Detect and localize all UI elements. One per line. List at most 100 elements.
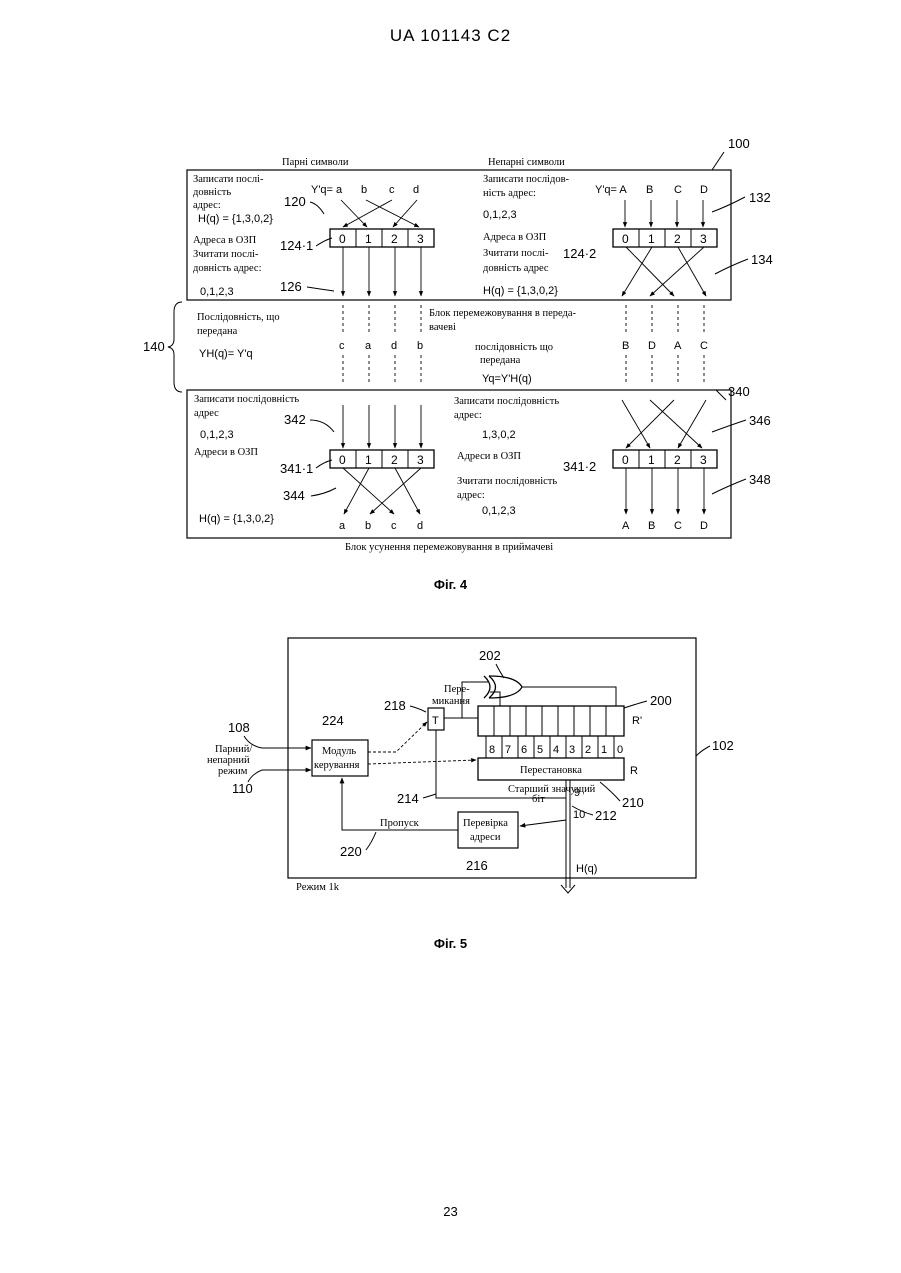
tx-right-write-1: Записати послідов-: [483, 174, 570, 185]
ref-214: 214: [397, 791, 419, 806]
ref-348: 348: [749, 472, 771, 487]
ref-216: 216: [466, 858, 488, 873]
rx-right-out-arrows: [626, 468, 704, 514]
bit-1: 1: [601, 744, 607, 756]
tx-left-ram: Адреса в ОЗП: [193, 235, 257, 246]
rx-even-sym-d: d: [417, 520, 423, 532]
mid-even-out-0: c: [339, 340, 345, 352]
mode-label-3: режим: [218, 766, 248, 777]
ref-341-2: 341·2: [563, 459, 596, 474]
bus-10-label: 10: [573, 809, 585, 821]
ref-102: 102: [712, 738, 734, 753]
ref-342: 342: [284, 412, 306, 427]
ref-344: 344: [283, 488, 305, 503]
tx-left-hq: H(q) = {1,3,0,2}: [198, 213, 273, 225]
brace-140: [168, 302, 182, 392]
control-dashed-lines: [368, 722, 476, 764]
ref-134: 134: [751, 252, 773, 267]
ref-212: 212: [595, 808, 617, 823]
tx-left-write-2: довність: [193, 187, 231, 198]
ref-124-2: 124·2: [563, 246, 596, 261]
bit-4: 4: [553, 744, 559, 756]
xor-gate: [484, 676, 522, 698]
rx-left-cell-0: 0: [339, 453, 346, 467]
tx-right-cell-0: 0: [622, 232, 629, 246]
mid-yq-r: Yq=Y'H(q): [482, 373, 532, 385]
tx-right-cell-1: 1: [648, 232, 655, 246]
rx-left-cell-1: 1: [365, 453, 372, 467]
tx-odd-sym-c: C: [674, 184, 682, 196]
rx-right-ram: Адреси в ОЗП: [457, 451, 521, 462]
tx-left-read-1: Зчитати послі-: [193, 249, 259, 260]
tx-right-seq: 0,1,2,3: [483, 209, 517, 221]
ref-126: 126: [280, 279, 302, 294]
ref-100: 100: [728, 136, 750, 151]
tx-even-sym-d: d: [413, 184, 419, 196]
tx-yq-odd: Y'q= A: [595, 184, 627, 196]
mid-odd-out-2: A: [674, 340, 682, 352]
ref-224: 224: [322, 713, 344, 728]
rx-left-addr: адрес: [194, 408, 219, 419]
ref-110: 110: [232, 781, 253, 796]
rx-even-sym-b: b: [365, 520, 371, 532]
skip-label: Пропуск: [380, 818, 420, 829]
odd-symbols-title: Непарні символи: [488, 157, 565, 168]
mid-seq-r1: послідовність що: [475, 342, 553, 353]
ref-346-leader: [712, 420, 746, 432]
ref-102-leader: [696, 746, 710, 756]
bit-3: 3: [569, 744, 575, 756]
tx-left-cell-0: 0: [339, 232, 346, 246]
register-r-prime: [478, 706, 624, 736]
rx-even-sym-a: a: [339, 520, 346, 532]
address-check-label-2: адреси: [470, 832, 501, 843]
mid-odd-out-0: B: [622, 340, 629, 352]
bus-9-label: 9: [574, 787, 580, 799]
tx-odd-sym-b: B: [646, 184, 653, 196]
bit-8: 8: [489, 744, 495, 756]
ref-220-leader: [366, 832, 376, 850]
control-module-label-1: Модуль: [322, 746, 356, 757]
tx-left-write-1: Записати послі-: [193, 174, 264, 185]
mid-yh: YH(q)= Y'q: [199, 348, 253, 360]
ref-140: 140: [143, 339, 165, 354]
ref-120: 120: [284, 194, 306, 209]
ref-342-leader: [310, 420, 334, 432]
ref-348-leader: [712, 479, 746, 494]
rx-left-hq: H(q) = {1,3,0,2}: [199, 513, 274, 525]
rx-left-ram: Адреси в ОЗП: [194, 447, 258, 458]
mid-even-out-1: a: [365, 340, 372, 352]
tx-odd-sym-d: D: [700, 184, 708, 196]
rx-block-label: Блок усунення перемежовування в приймаче…: [345, 542, 553, 553]
rx-odd-sym-a: A: [622, 520, 630, 532]
figure-5-caption: Фіг. 5: [0, 936, 901, 951]
msb-label-1: Старший значущий: [508, 784, 596, 795]
bit-2: 2: [585, 744, 591, 756]
mode-input-arrows: [262, 748, 311, 770]
rx-right-seq2: 0,1,2,3: [482, 505, 516, 517]
ref-218-leader: [410, 706, 426, 712]
tx-left-read-2: довність адрес:: [193, 263, 262, 274]
tx-left-write-3: адрес:: [193, 200, 221, 211]
tx-right-write-2: ність адрес:: [483, 188, 536, 199]
tx-right-read-2: довність адрес: [483, 263, 549, 274]
mid-odd-out-1: D: [648, 340, 656, 352]
ref-341-1: 341·1: [280, 461, 313, 476]
r-prime-label: R': [632, 715, 642, 727]
ref-132-leader: [712, 197, 745, 212]
page-number: 23: [0, 1204, 901, 1219]
mid-tx-block-2: вачеві: [429, 322, 456, 333]
bit-7: 7: [505, 744, 511, 756]
toggle-label-2: микання: [432, 696, 470, 707]
permutation-label: Перестановка: [520, 765, 582, 776]
toggle-label-1: Пере-: [444, 684, 470, 695]
tx-right-ram: Адреса в ОЗП: [483, 232, 547, 243]
tx-right-cross-arrows: [622, 247, 706, 296]
figure-4-caption: Фіг. 4: [0, 577, 901, 592]
ref-202: 202: [479, 648, 501, 663]
tx-left-cell-3: 3: [417, 232, 424, 246]
tx-even-sym-b: b: [361, 184, 367, 196]
mid-seq-r2: передана: [480, 355, 521, 366]
even-symbols-title: Парні символи: [282, 157, 349, 168]
ref-218: 218: [384, 698, 406, 713]
